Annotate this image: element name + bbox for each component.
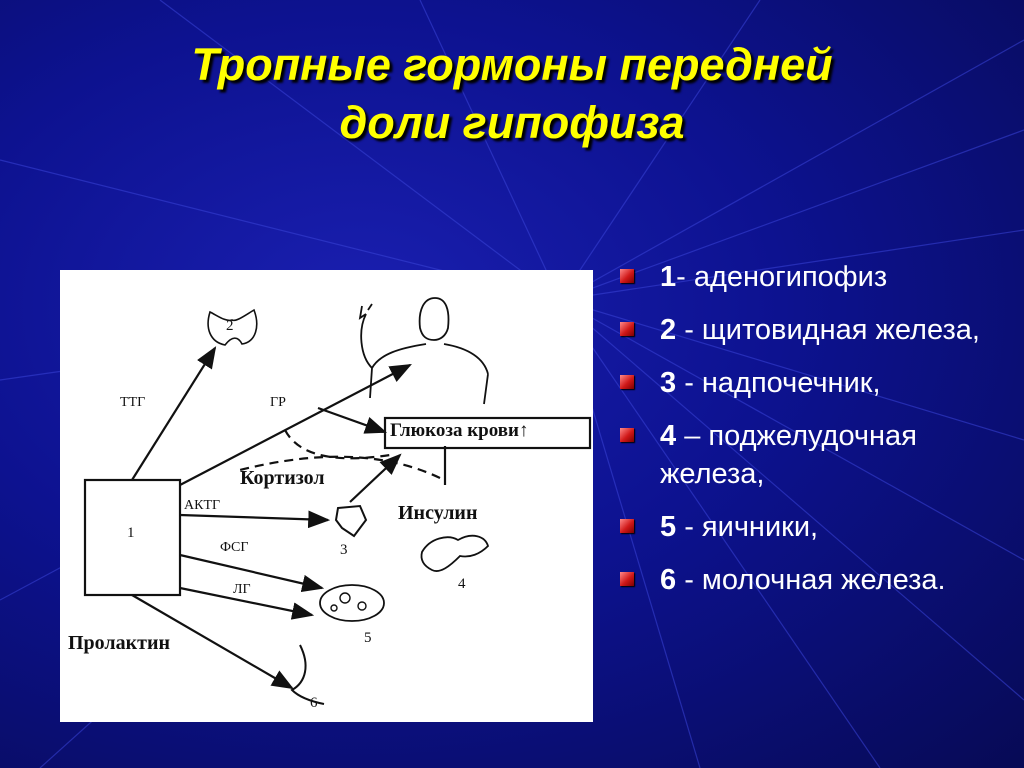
label-glucose: Глюкоза крови↑ [390,420,529,441]
legend-item: 3 - надпочечник, [620,364,1020,402]
legend-text: - молочная железа. [676,564,946,596]
legend-num: 3 [660,367,677,399]
label-prolactin: Пролактин [68,632,171,654]
label-n2: 2 [226,318,234,334]
legend-item: 5 - яичники, [620,508,1020,546]
square-bullet-icon [620,375,634,389]
legend-text: - яичники, [676,511,819,543]
slide-title-line1: Тропные гормоны передней [191,39,833,90]
pancreas-shape [420,534,490,572]
label-insulin: Инсулин [398,502,478,524]
label-fsg: ФСГ [220,540,249,555]
legend-num: 6 [660,564,677,596]
legend-text: - надпочечник, [676,367,881,399]
dashed-insulin [239,455,441,479]
legend-list: 1- аденогипофиз 2 - щитовидная железа, 3… [620,258,1020,614]
legend-num: 1 [660,261,677,293]
legend-text: – поджелудочная железа, [660,420,917,490]
legend-item: 6 - молочная железа. [620,561,1020,599]
legend-num: 5 [660,511,677,543]
label-ttg: ТТГ [120,395,146,410]
legend-text: - щитовидная железа, [676,314,980,346]
legend-text: - аденогипофиз [676,261,888,293]
square-bullet-icon [620,269,634,283]
arrow-prolactin [131,594,294,690]
label-gr: ГР [270,395,286,410]
label-cortisol: Кортизол [240,467,325,489]
square-bullet-icon [620,572,634,586]
glucose-box [383,416,592,450]
arrow-lg [179,586,315,620]
legend-num: 4 [660,420,677,452]
square-bullet-icon [620,519,634,533]
human-torso-shape [358,297,489,405]
label-lg: ЛГ [233,582,251,597]
dashed-gr [284,429,391,460]
arrow-ttg [131,346,217,481]
slide-title-line2: доли гипофиза [339,97,685,148]
ovary-shape [319,584,385,622]
label-n4: 4 [458,576,466,592]
label-n3: 3 [340,542,348,558]
legend-item: 1- аденогипофиз [620,258,1020,296]
label-n6: 6 [310,695,318,711]
arrow-gr-glucose [317,406,388,434]
legend-item: 2 - щитовидная железа, [620,311,1020,349]
arrow-fsg [179,553,325,593]
arrow-aktg [179,510,331,529]
thyroid-shape [207,308,258,346]
hormone-diagram: ТТГ ГР Глюкоза крови↑ Кортизол АКТГ Инсу… [60,270,593,722]
legend-item: 4 – поджелудочная железа, [620,417,1020,493]
adrenal-shape [334,504,368,538]
square-bullet-icon [620,428,634,442]
diagram-drawing [83,297,592,705]
mammary-shape [290,644,325,705]
label-aktg: АКТГ [184,498,221,513]
legend-num: 2 [660,314,677,346]
label-n1: 1 [127,525,135,541]
slide-title: Тропные гормоны передней доли гипофиза [0,36,1024,152]
square-bullet-icon [620,322,634,336]
label-n5: 5 [364,630,372,646]
